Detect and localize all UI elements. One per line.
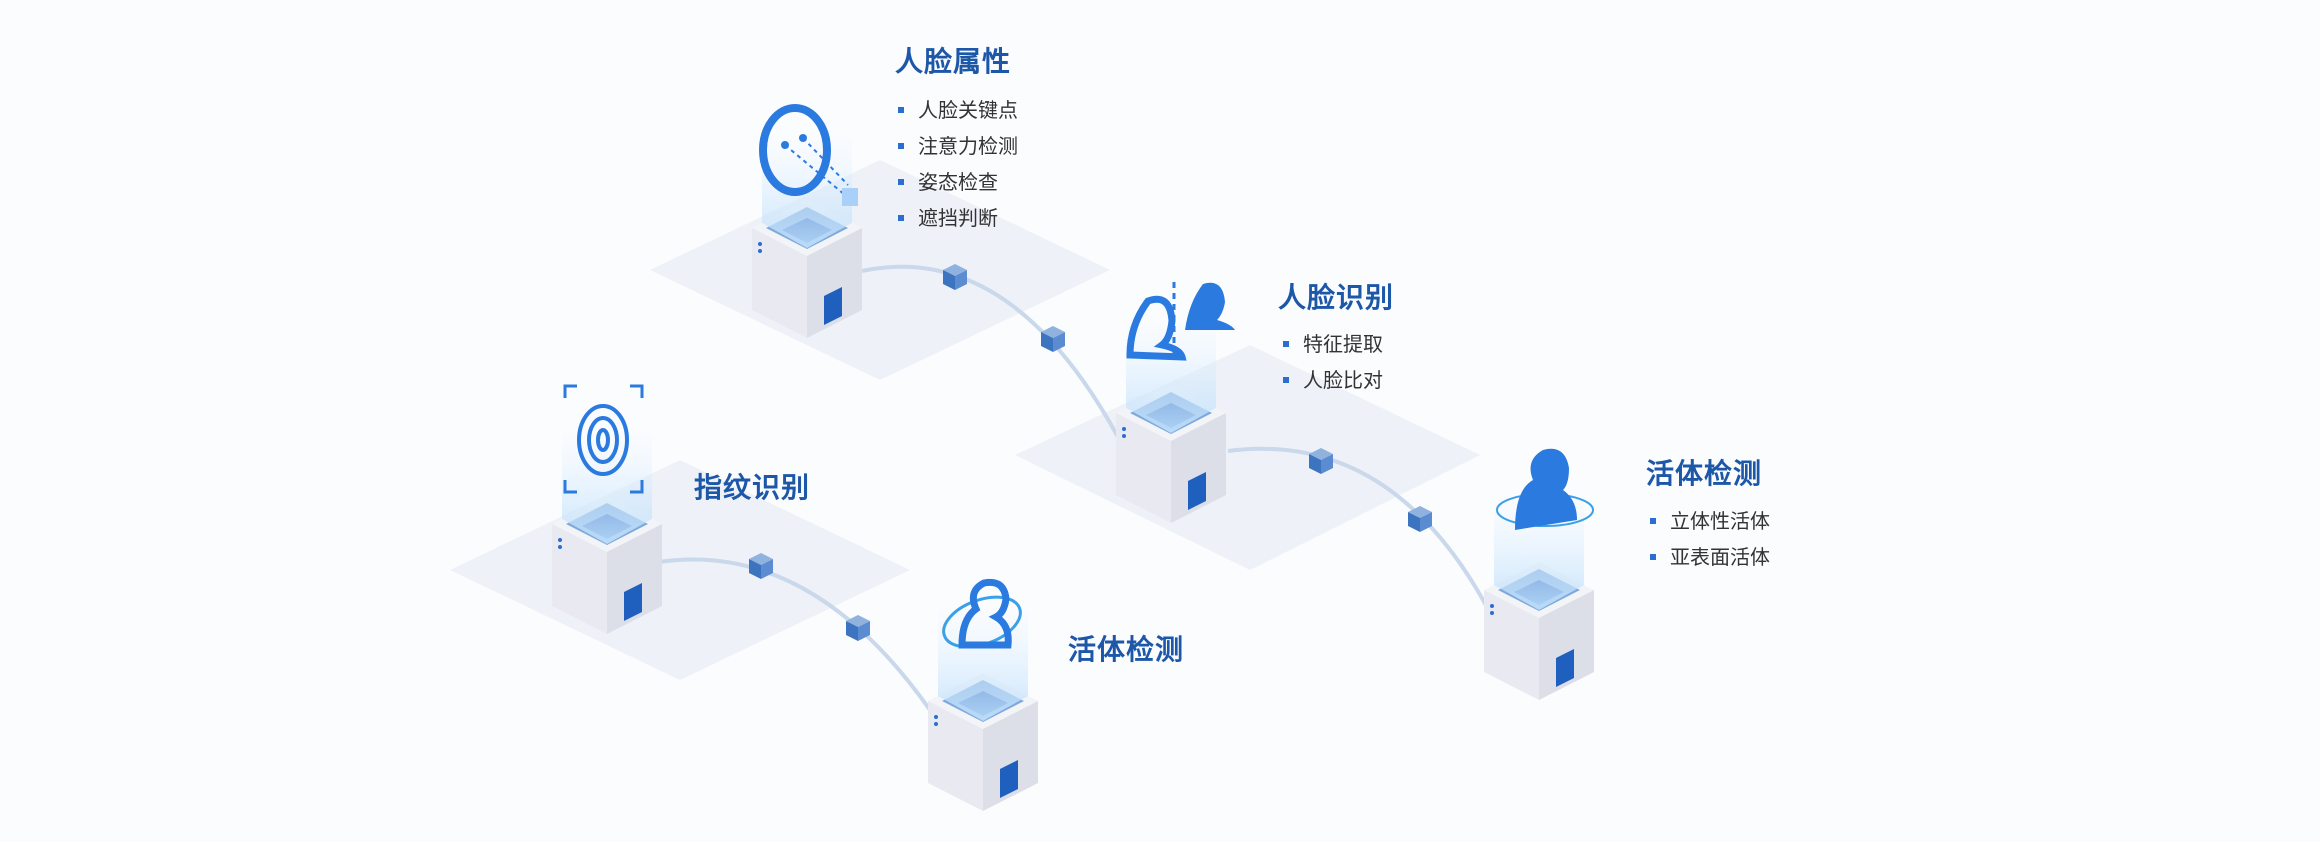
- face-compare-icon: [1126, 282, 1235, 361]
- list-item-label: 立体性活体: [1670, 509, 1770, 533]
- node-title-fingerprint: 指纹识别: [694, 471, 811, 504]
- face-keypoint-icon: [759, 104, 858, 206]
- node-title-liveness-bottom: 活体检测: [1068, 633, 1185, 666]
- connectors: [658, 264, 1489, 712]
- bullet-icon: [1650, 554, 1656, 560]
- box-face-attributes: [752, 128, 862, 338]
- list-item: 立体性活体: [1650, 503, 1770, 539]
- face-recognition-list: 特征提取 人脸比对: [1283, 326, 1383, 398]
- list-item-label: 特征提取: [1303, 332, 1383, 356]
- list-item-label: 遮挡判断: [918, 206, 998, 230]
- node-title-face-attributes: 人脸属性: [895, 45, 1012, 78]
- list-item-label: 注意力检测: [918, 134, 1018, 158]
- bullet-icon: [898, 215, 904, 221]
- list-item: 人脸比对: [1283, 362, 1383, 398]
- node-title-face-recognition: 人脸识别: [1278, 281, 1395, 314]
- face-attributes-list: 人脸关键点 注意力检测 姿态检查 遮挡判断: [898, 92, 1018, 236]
- box-fingerprint: [552, 424, 662, 634]
- bullet-icon: [898, 179, 904, 185]
- list-item: 人脸关键点: [898, 92, 1018, 128]
- list-item: 姿态检查: [898, 164, 1018, 200]
- list-item-label: 人脸比对: [1303, 368, 1383, 392]
- list-item-label: 亚表面活体: [1670, 545, 1770, 569]
- bullet-icon: [1650, 518, 1656, 524]
- liveness-ring-icon: [942, 578, 1022, 649]
- node-title-liveness-right: 活体检测: [1646, 457, 1763, 490]
- list-item: 特征提取: [1283, 326, 1383, 362]
- fingerprint-icon: [563, 384, 644, 494]
- bullet-icon: [1283, 341, 1289, 347]
- bullet-icon: [898, 143, 904, 149]
- list-item-label: 姿态检查: [918, 170, 998, 194]
- list-item: 遮挡判断: [898, 200, 1018, 236]
- bullet-icon: [1283, 377, 1289, 383]
- bullet-icon: [898, 107, 904, 113]
- list-item: 注意力检测: [898, 128, 1018, 164]
- liveness-person-icon: [1496, 448, 1594, 530]
- liveness-list: 立体性活体 亚表面活体: [1650, 503, 1770, 575]
- list-item-label: 人脸关键点: [918, 98, 1018, 122]
- list-item: 亚表面活体: [1650, 539, 1770, 575]
